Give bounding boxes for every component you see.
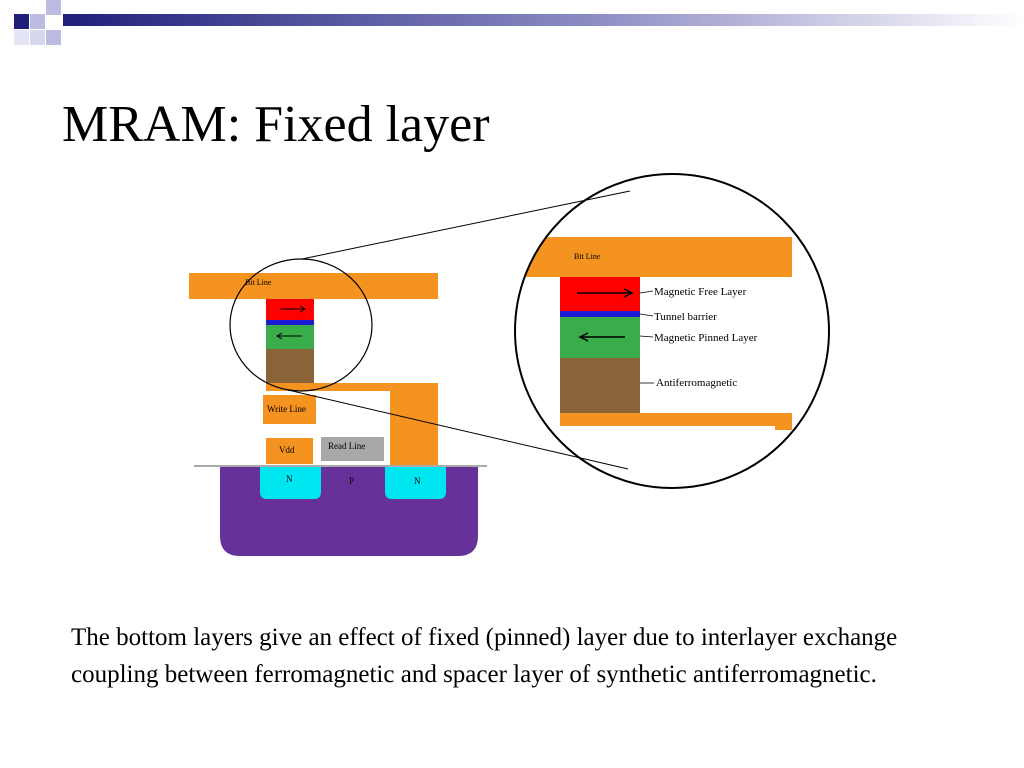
via [390,391,438,465]
afm-label: Antiferromagnetic [656,377,737,389]
afm-layer-small [266,349,314,383]
n-region-right [385,467,446,499]
n-region-left [260,467,321,499]
zoom-connector-bottom [287,389,629,470]
top-gradient-bar [63,14,1024,26]
corner-square-navy [14,14,29,29]
vdd-label: Vdd [279,445,295,455]
read-line-label: Read Line [328,441,365,451]
corner-square-lavender-2 [46,0,61,15]
bit-line [189,273,438,299]
zoom-tunnel-barrier [560,311,640,317]
zoom-bit-line-label: Bit Line [574,252,601,261]
zoom-bottom-electrode [560,413,792,426]
zoom-source-circle [229,258,373,392]
bottom-electrode [266,383,438,391]
p-label: P [349,476,354,486]
pinned-leader [639,335,654,338]
tunnel-barrier-small [266,320,314,325]
free-layer-label: Magnetic Free Layer [654,286,747,298]
corner-square-lavender-5 [14,30,29,45]
zoom-via-edge [775,426,792,430]
free-arrow-small [280,305,306,313]
zoom-bit-line [515,237,792,277]
n-label-right: N [414,476,421,486]
zoom-free-arrow [577,288,634,298]
zoom-pinned-arrow [578,332,625,342]
zoom-connector-top [301,190,631,260]
corner-square-lavender-4 [30,30,45,45]
header-decoration [14,0,1024,45]
write-line-label: Write Line [267,404,306,414]
free-layer-leader [639,290,654,294]
zoom-afm-layer [560,358,640,413]
bit-line-label: Bit Line [245,278,272,287]
pinned-arrow-small [276,332,302,340]
body-text: The bottom layers give an effect of fixe… [71,624,898,688]
corner-square-lavender-3 [46,30,61,45]
write-line-box [263,395,316,424]
corner-square-lavender-1 [30,14,45,29]
mram-diagram: N P N Vdd Read Line Write Line Bit Line … [189,173,830,556]
tunnel-leader [639,313,654,317]
slide-title: MRAM: Fixed layer [62,96,490,153]
read-line-box [321,437,384,461]
vdd-box [266,438,313,464]
tunnel-barrier-label: Tunnel barrier [654,311,717,323]
zoom-free-layer [560,277,640,311]
pinned-layer-label: Magnetic Pinned Layer [654,332,758,344]
pinned-layer-small [266,325,314,349]
n-label-left: N [286,474,293,484]
zoom-circle [514,173,830,489]
